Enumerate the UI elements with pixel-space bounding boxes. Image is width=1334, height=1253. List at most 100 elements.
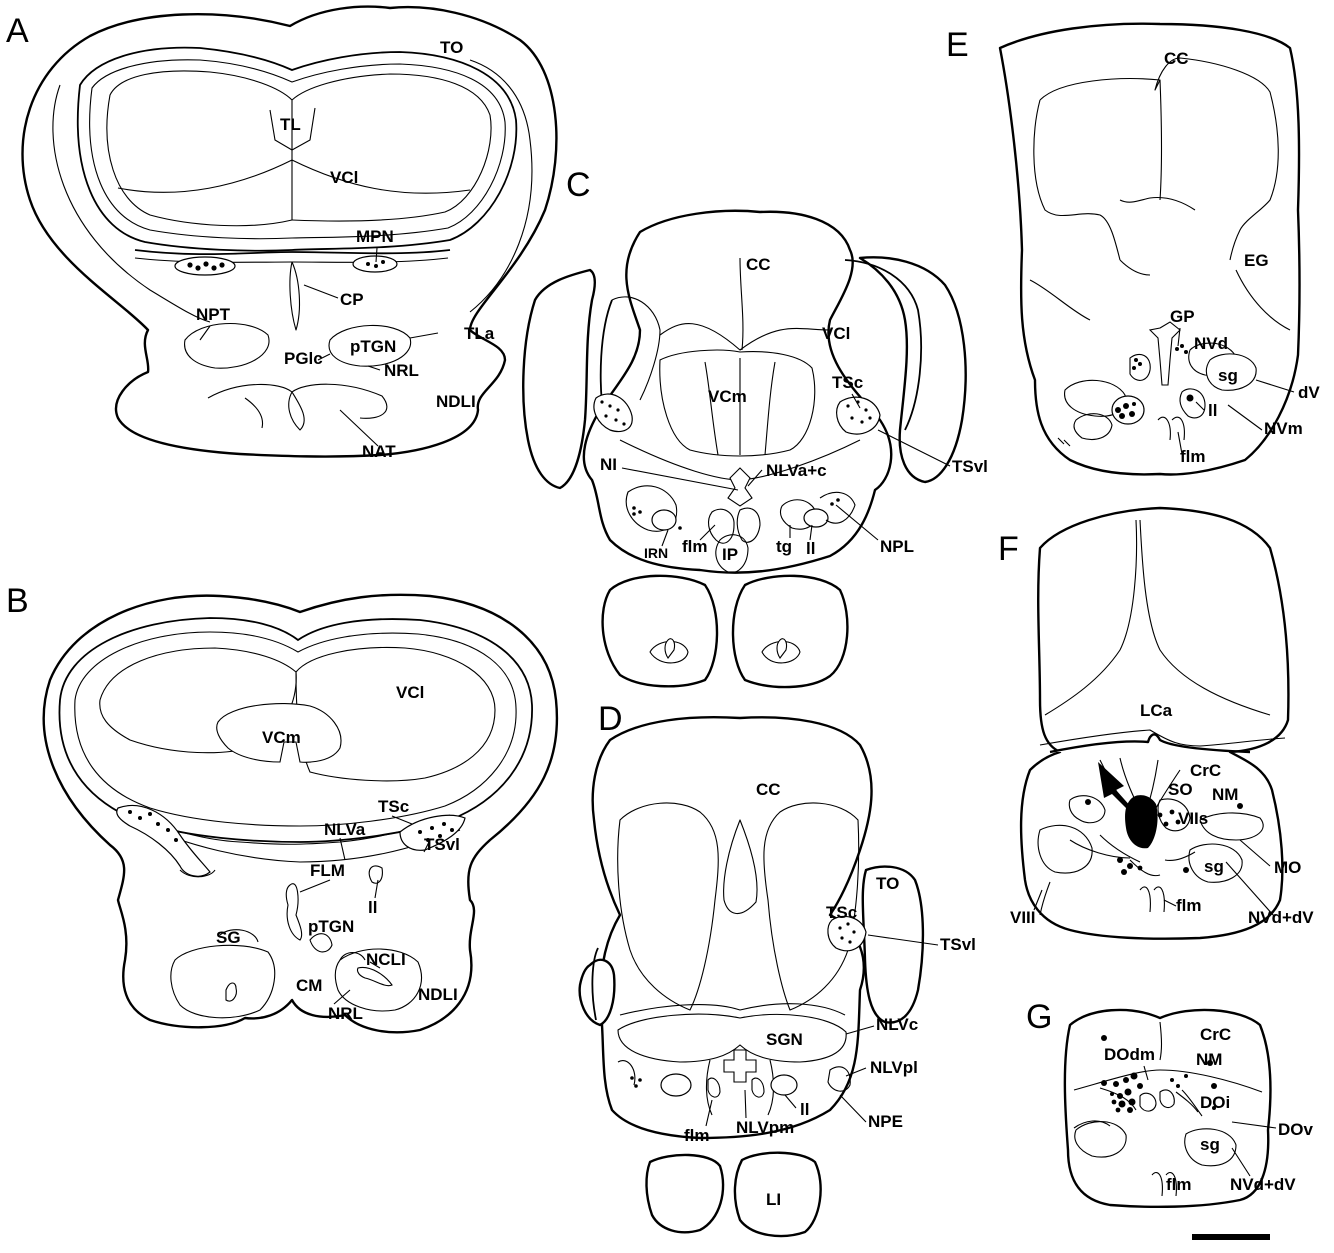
label-mpn: MPN [356, 227, 394, 246]
label-nlva-b: NLVa [324, 820, 366, 839]
label-to-d: TO [876, 874, 899, 893]
label-sg-b: SG [216, 928, 241, 947]
label-gp-e: GP [1170, 307, 1195, 326]
label-flm-b: FLM [310, 861, 345, 880]
label-ni-c: NI [600, 455, 617, 474]
label-to: TO [440, 38, 463, 57]
label-ndli: NDLI [436, 392, 476, 411]
label-sg-g: sg [1200, 1135, 1220, 1154]
label-ip-c: IP [722, 545, 738, 564]
panel-letter-e: E [946, 26, 969, 64]
label-dov-g: DOv [1278, 1120, 1314, 1139]
label-npl-c: NPL [880, 537, 914, 556]
label-sgn-d: SGN [766, 1030, 803, 1049]
label-crc-f: CrC [1190, 761, 1221, 780]
panel-letter-c: C [566, 166, 591, 204]
label-nat: NAT [362, 442, 396, 461]
label-viii-f: VIII [1010, 908, 1036, 927]
label-cc-c: CC [746, 255, 771, 274]
label-nvm-e: NVm [1264, 419, 1303, 438]
label-doi-g: DOi [1200, 1093, 1230, 1112]
label-tg-c: tg [776, 537, 792, 556]
label-so-f: SO [1168, 780, 1193, 799]
panel-e: E CC EG GP NVd sg dV ll [946, 22, 1320, 476]
label-mo-f: MO [1274, 858, 1301, 877]
label-nvd-dv-f: NVd+dV [1248, 908, 1314, 927]
label-nlvpl-d: NLVpl [870, 1058, 918, 1077]
label-flm-f: flm [1176, 896, 1202, 915]
label-tsvl-b: TSvl [424, 835, 460, 854]
label-vcl-b: VCl [396, 683, 424, 702]
label-dv-e: dV [1298, 383, 1320, 402]
label-sg-e: sg [1218, 366, 1238, 385]
label-ll-c: ll [806, 539, 815, 558]
label-vcm-b: VCm [262, 728, 301, 747]
label-flm-g: flm [1166, 1175, 1192, 1194]
label-nlvac-c: NLVa+c [766, 461, 827, 480]
vcm-b [216, 703, 342, 763]
panel-b: B VCl VCm TSc NLVa TSv [6, 582, 559, 1034]
mpn-right-cluster [352, 255, 398, 273]
label-ll-e: ll [1208, 401, 1217, 420]
label-nlvc-d: NLVc [876, 1015, 918, 1034]
label-npt: NPT [196, 305, 231, 324]
label-cc-e: CC [1164, 49, 1189, 68]
label-vcl: VCl [330, 168, 358, 187]
label-nlvpm-d: NLVpm [736, 1118, 794, 1137]
label-nrl-b: NRL [328, 1004, 363, 1023]
label-crc-g: CrC [1200, 1025, 1231, 1044]
label-pglc: PGlc [284, 349, 323, 368]
scale-bar-icon [1192, 1234, 1270, 1240]
label-viis-f: VIIs [1178, 809, 1208, 828]
panel-letter-d: D [598, 700, 623, 738]
label-nrl: NRL [384, 361, 419, 380]
label-ptgn: pTGN [350, 337, 396, 356]
label-tsvl-c: TSvl [952, 457, 988, 476]
panel-c: C [522, 166, 988, 689]
label-li-d: LI [766, 1190, 781, 1209]
arrow-icon [1098, 762, 1132, 810]
label-flm-c: flm [682, 537, 708, 556]
label-vcm-c: VCm [708, 387, 747, 406]
sgn-d [617, 1013, 847, 1063]
panel-letter-g: G [1026, 998, 1052, 1036]
label-tla: TLa [464, 324, 495, 343]
label-npe-d: NPE [868, 1112, 903, 1131]
label-tsvl-d: TSvl [940, 935, 976, 954]
label-eg-e: EG [1244, 251, 1269, 270]
panel-d: D CC TO TSc TSvl [578, 700, 976, 1238]
label-ndli-b: NDLI [418, 985, 458, 1004]
panel-f-outline [1019, 506, 1290, 940]
panel-letter-b: B [6, 582, 29, 620]
label-cm-b: CM [296, 976, 322, 995]
label-sg-f: sg [1204, 857, 1224, 876]
label-tsc-c: TSc [832, 373, 863, 392]
label-lca-f: LCa [1140, 701, 1173, 720]
label-ncli-b: NCLI [366, 950, 406, 969]
label-dodm-g: DOdm [1104, 1045, 1155, 1064]
label-ptgn-b: pTGN [308, 917, 354, 936]
label-tsc-b: TSc [378, 797, 409, 816]
label-nvd-e: NVd [1194, 334, 1228, 353]
panel-b-outline [42, 593, 559, 1034]
label-flm-e: flm [1180, 447, 1206, 466]
panel-g: G CrC DOdm NM DOi DOv sg flm NVd+dV [1026, 998, 1314, 1209]
label-nvd-dv-g: NVd+dV [1230, 1175, 1296, 1194]
label-ll-d: ll [800, 1100, 809, 1119]
label-tl: TL [280, 115, 301, 134]
panel-a: A TO TL VCl [6, 5, 558, 461]
label-cc-d: CC [756, 780, 781, 799]
label-tsc-d: TSc [826, 903, 857, 922]
vcm-c [659, 349, 816, 457]
panel-a-outline [21, 5, 558, 458]
label-nm-f: NM [1212, 785, 1238, 804]
label-irn-c: IRN [644, 545, 668, 561]
label-nm-g: NM [1196, 1050, 1222, 1069]
panel-f: F LCa CrC SO NM [998, 506, 1314, 940]
label-ll-b: ll [368, 898, 377, 917]
panel-letter-f: F [998, 530, 1019, 568]
panel-e-outline [998, 22, 1301, 476]
label-flm-d: flm [684, 1126, 710, 1145]
label-cp: CP [340, 290, 364, 309]
